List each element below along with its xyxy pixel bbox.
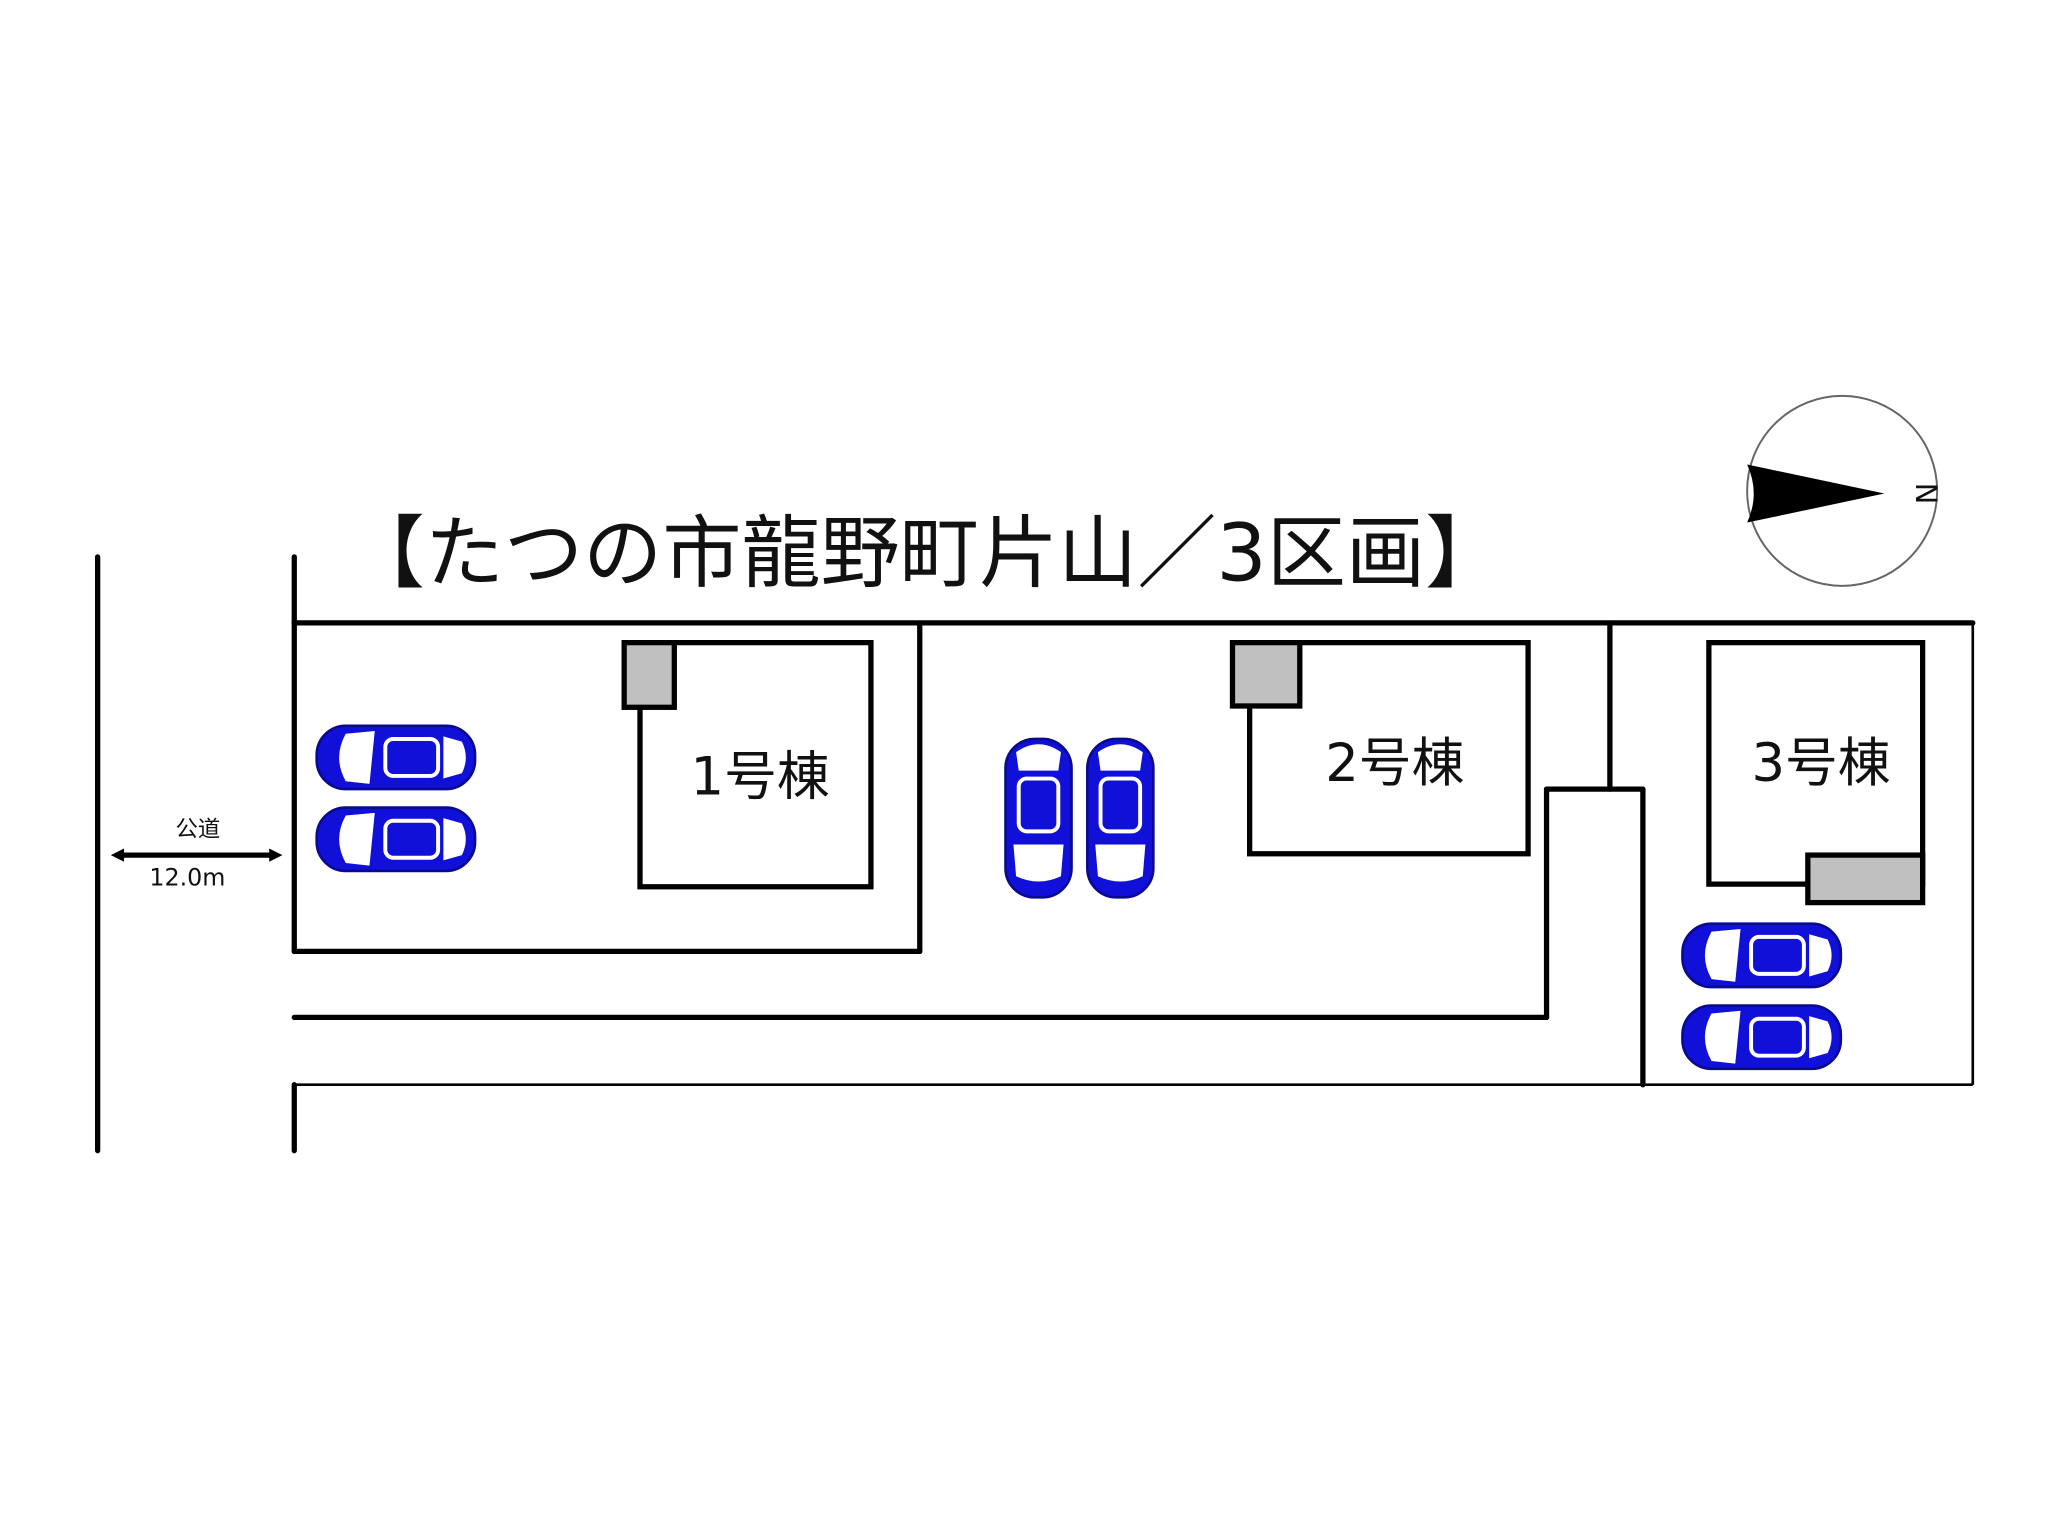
building-label: 2号棟 [1325, 733, 1464, 794]
car-icon [314, 723, 478, 792]
utility-box [621, 640, 677, 710]
road-label: 公道 [176, 817, 221, 843]
building-label: 3号棟 [1751, 733, 1890, 794]
utility-box [1805, 852, 1926, 906]
road-width: 12.0m [149, 863, 225, 891]
lot-boundaries [291, 620, 1976, 1088]
public-road: 公道 12.0m [95, 554, 297, 1154]
utility-box [1229, 640, 1303, 709]
building-3: 3号棟 [1706, 640, 1926, 906]
car-icon [1680, 921, 1843, 990]
north-label: N [1909, 483, 1943, 505]
building-2: 2号棟 [1229, 640, 1531, 857]
compass: N [1746, 394, 1943, 587]
car-icon [1085, 736, 1156, 900]
building-1: 1号棟 [621, 640, 874, 890]
north-arrow-icon [1747, 464, 1885, 523]
car-icon [1680, 1003, 1843, 1071]
building-label: 1号棟 [691, 746, 830, 807]
car-icon [1003, 736, 1074, 900]
page-title: 【たつの市龍野町片山／3区画】 [346, 508, 1505, 600]
car-icon [314, 805, 478, 873]
